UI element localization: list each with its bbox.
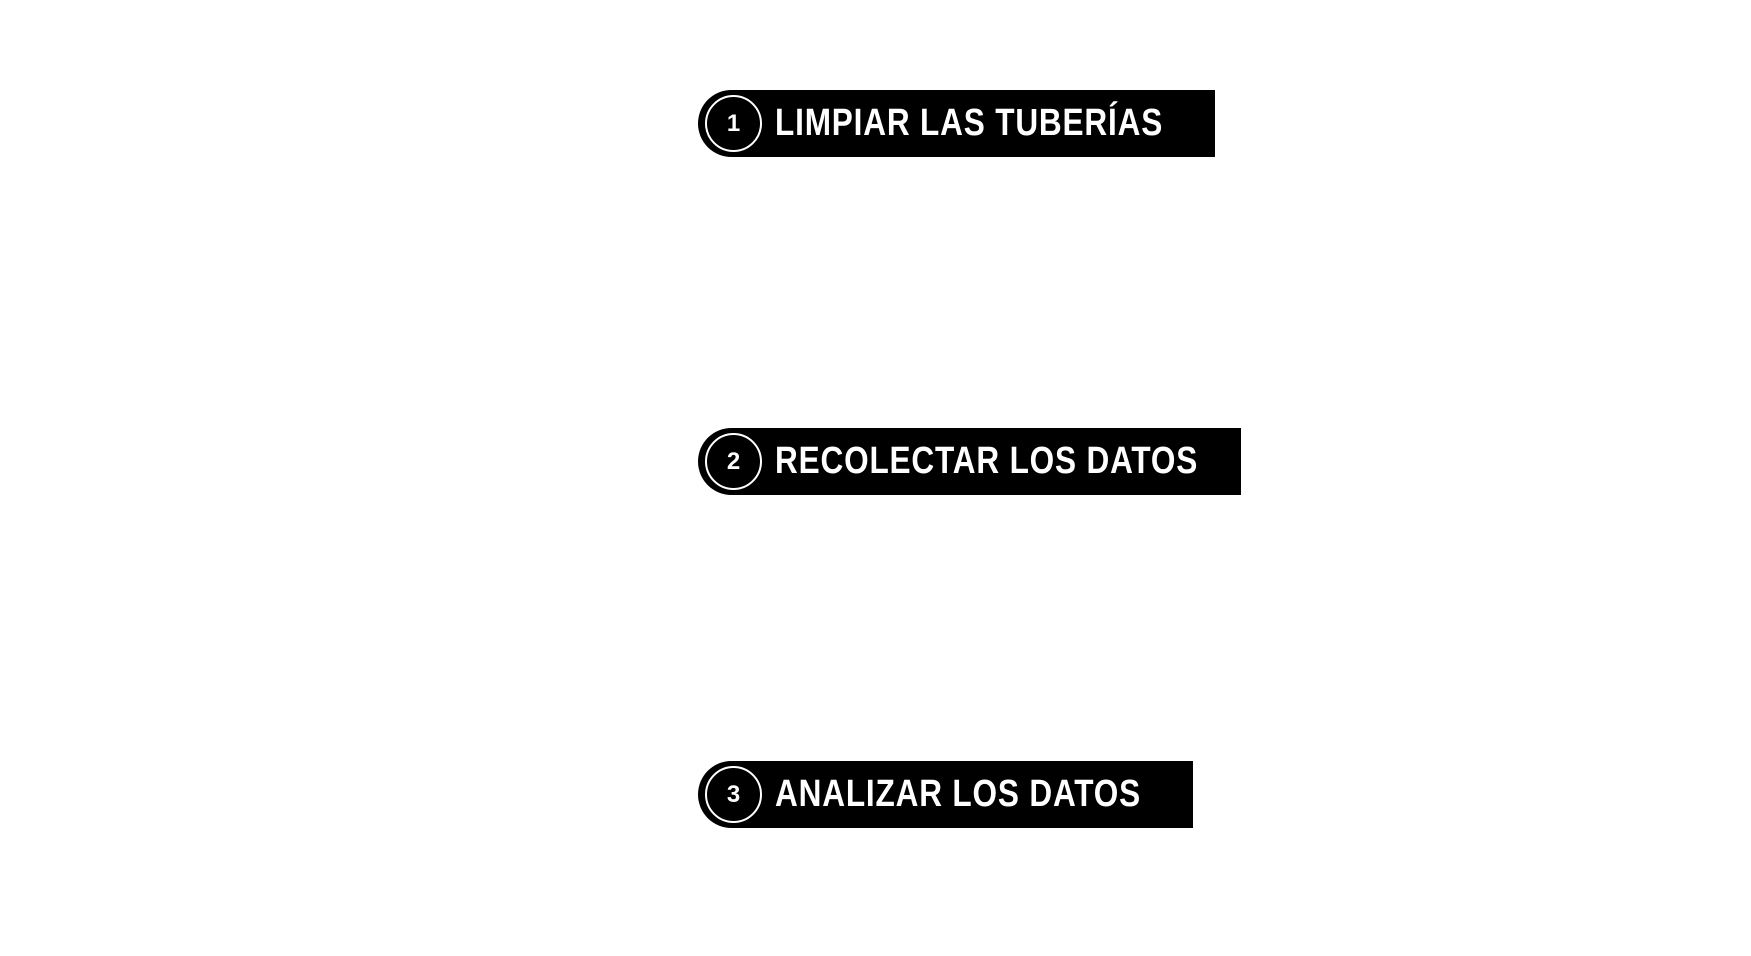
step-number-badge: 2	[705, 433, 762, 490]
step-number-badge: 1	[705, 95, 762, 152]
step-label: ANALIZAR LOS DATOS	[775, 773, 1141, 815]
step-label: LIMPIAR LAS TUBERÍAS	[775, 102, 1164, 144]
step-1-banner: 1 LIMPIAR LAS TUBERÍAS	[698, 90, 1215, 157]
step-2-banner: 2 RECOLECTAR LOS DATOS	[698, 428, 1241, 495]
step-3-banner: 3 ANALIZAR LOS DATOS	[698, 761, 1193, 828]
step-number-badge: 3	[705, 766, 762, 823]
step-label: RECOLECTAR LOS DATOS	[775, 440, 1199, 482]
